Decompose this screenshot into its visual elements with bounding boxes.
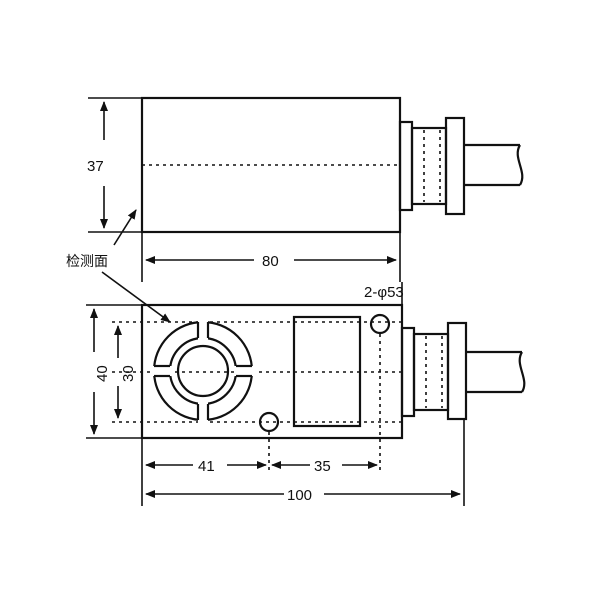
front-nut	[446, 321, 468, 421]
front-body	[140, 303, 404, 440]
front-thread	[412, 332, 450, 412]
sensing-face-leader-bottom	[101, 271, 171, 323]
dim-holes-label: 2-φ53	[364, 284, 404, 301]
side-cable-break	[516, 144, 524, 186]
front-cable	[466, 350, 522, 394]
front-cable-break	[518, 351, 526, 393]
mounting-hole-bottom	[258, 411, 280, 433]
dim-30-label: 30	[120, 365, 137, 382]
front-view: 2-φ53 40 30 41 35 100	[86, 282, 526, 506]
sensing-face-label: 检测面	[66, 254, 108, 270]
dim-80-label: 80	[262, 253, 279, 270]
mounting-hole-top	[369, 313, 391, 335]
side-view: 37 80	[87, 96, 524, 282]
side-flange	[398, 120, 414, 212]
dim-100-label: 100	[287, 487, 312, 504]
side-cable	[464, 143, 520, 187]
dim-41-label: 41	[198, 458, 215, 475]
dim-35-label: 35	[314, 458, 331, 475]
sensing-face-leader-top	[113, 209, 137, 246]
sensing-face-callout: 检测面	[66, 209, 171, 323]
side-nut	[444, 116, 466, 216]
dim-40-label: 40	[94, 365, 111, 382]
indicator-window	[292, 315, 362, 428]
side-thread	[410, 126, 448, 206]
front-flange	[400, 326, 416, 418]
sensing-coil	[150, 318, 256, 424]
dim-37-label: 37	[87, 158, 104, 175]
